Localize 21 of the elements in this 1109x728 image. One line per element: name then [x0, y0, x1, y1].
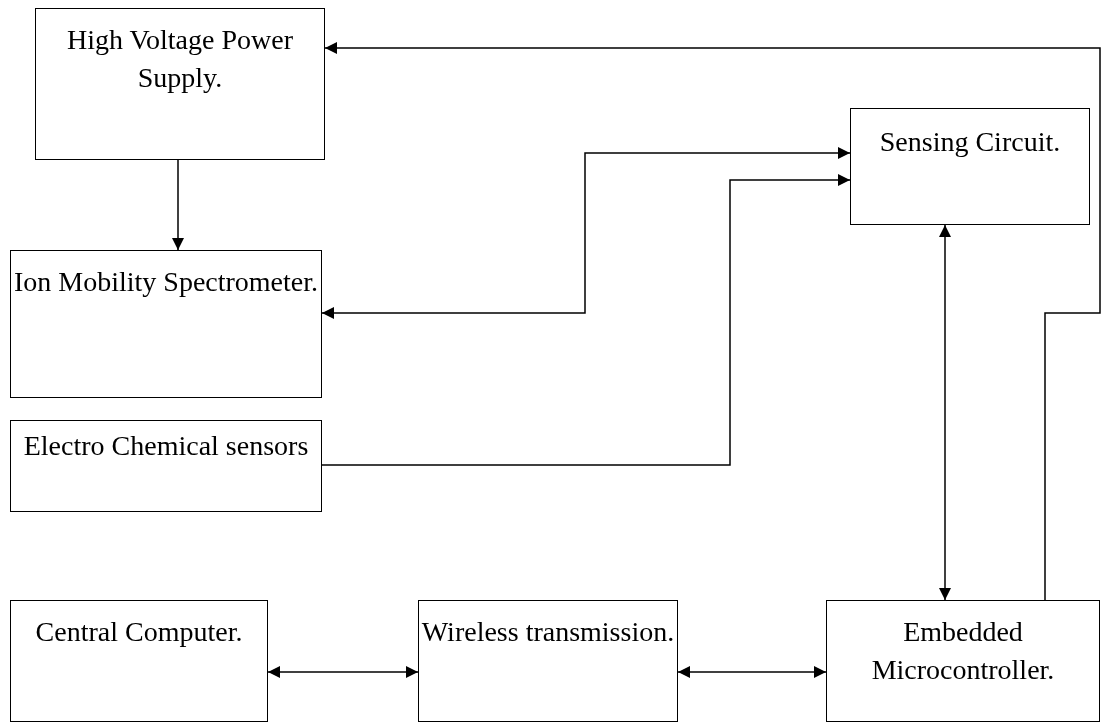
arrow — [172, 159, 184, 251]
process-box — [826, 600, 1100, 722]
box-label: High Voltage Power Supply. — [65, 23, 295, 95]
arrow — [939, 224, 951, 601]
arrow — [267, 666, 419, 678]
arrow — [321, 174, 851, 466]
process-box — [418, 600, 678, 722]
arrow — [324, 42, 1101, 601]
process-box — [10, 600, 268, 722]
process-box — [35, 8, 325, 160]
box-label: Electro Chemical sensors — [23, 429, 309, 463]
process-box — [10, 250, 322, 398]
arrow — [677, 666, 827, 678]
box-label: Ion Mobility Spectrometer. — [13, 265, 319, 299]
box-label: Wireless transmission. — [421, 615, 675, 649]
process-box — [850, 108, 1090, 225]
box-label: Sensing Circuit. — [879, 125, 1061, 159]
process-box — [10, 420, 322, 512]
box-label: Central Computer. — [35, 615, 243, 649]
box-label: Embedded Microcontroller. — [870, 615, 1056, 687]
arrow — [321, 147, 851, 319]
